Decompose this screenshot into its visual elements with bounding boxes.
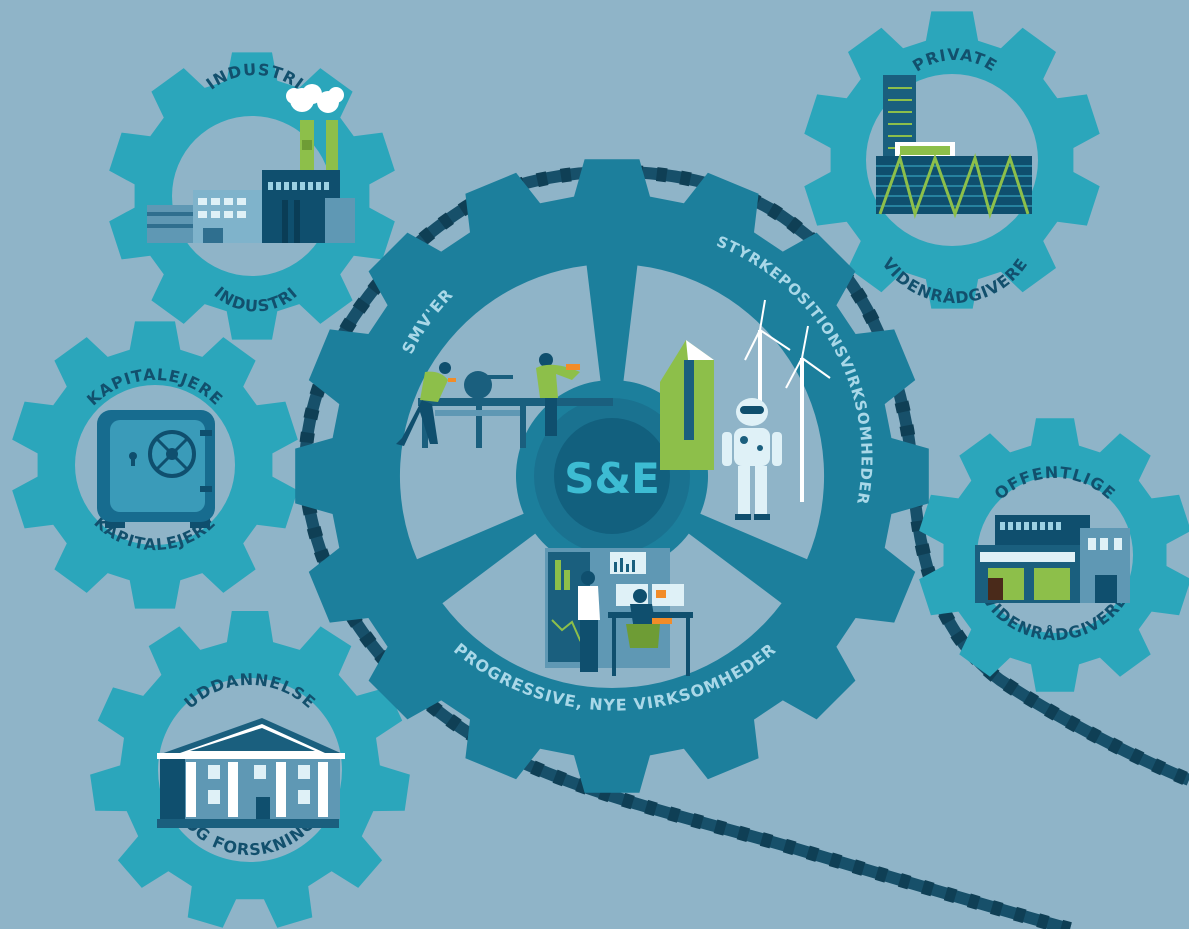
workshop-illustration: [396, 353, 613, 448]
public-building-icon: [975, 515, 1130, 603]
safe-icon: [97, 410, 215, 528]
office-illustration: [545, 548, 693, 676]
center-label: S&E: [564, 454, 660, 503]
factory-icon: [147, 84, 355, 243]
university-icon: [157, 718, 345, 828]
office-building-icon: [876, 75, 1032, 220]
robot-turbine-illustration: [660, 299, 831, 520]
center-hub: S&E: [534, 398, 690, 554]
